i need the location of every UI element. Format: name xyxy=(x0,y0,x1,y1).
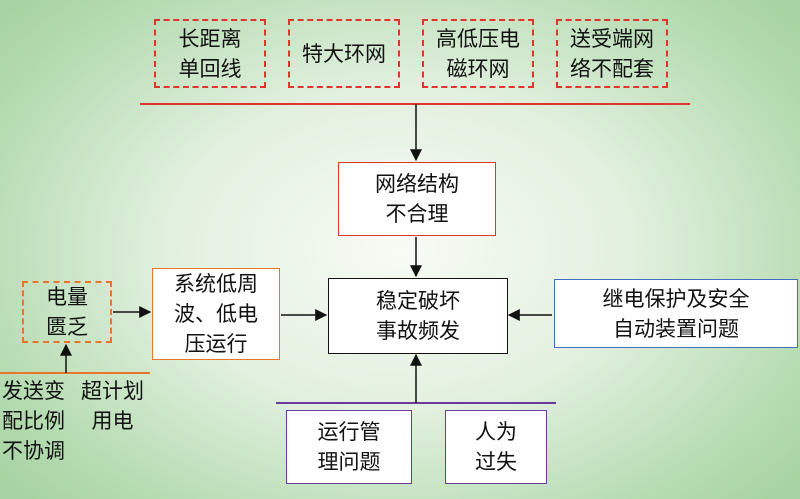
cause-text-line: 单回线 xyxy=(178,56,242,81)
node-text-line: 压运行 xyxy=(184,332,248,356)
cause-mismatched-networks: 送受端网 络不配套 xyxy=(556,19,668,88)
low-frequency-voltage-box: 系统低周 波、低电 压运行 xyxy=(152,268,280,360)
node-text-line: 波、低电 xyxy=(174,302,258,326)
excess-demand-text: 超计划 用电 xyxy=(81,376,144,436)
relay-protection-box: 继电保护及安全 自动装置问题 xyxy=(554,279,798,348)
cause-long-single-line: 长距离 单回线 xyxy=(154,19,266,88)
node-text-line: 自动装置问题 xyxy=(613,316,739,341)
plain-text-line: 用电 xyxy=(91,409,134,433)
central-outcome-box: 稳定破坏 事故频发 xyxy=(328,278,508,354)
cause-text-line: 特大环网 xyxy=(302,41,386,66)
plain-text-line: 超计划 xyxy=(81,379,144,403)
node-text-line: 运行管 xyxy=(317,420,381,444)
cause-text-line: 送受端网 xyxy=(570,26,654,51)
cause-text-line: 磁环网 xyxy=(446,56,510,81)
node-text-line: 网络结构 xyxy=(375,172,459,196)
plain-text-line: 发送变 xyxy=(2,379,65,403)
node-text-line: 事故频发 xyxy=(376,319,460,343)
node-text-line: 人为 xyxy=(475,420,517,444)
node-text-line: 继电保护及安全 xyxy=(602,286,750,311)
human-error-box: 人为 过失 xyxy=(445,410,547,484)
node-text-line: 理问题 xyxy=(317,450,381,474)
power-shortage-box: 电量 匮乏 xyxy=(22,281,112,343)
node-text-line: 电量 xyxy=(46,285,88,309)
node-text-line: 匮乏 xyxy=(46,315,88,339)
cause-huge-ring-network: 特大环网 xyxy=(288,19,400,88)
node-text-line: 系统低周 xyxy=(174,272,258,296)
network-structure-box: 网络结构 不合理 xyxy=(338,162,496,236)
node-text-line: 稳定破坏 xyxy=(376,289,460,313)
cause-electromagnetic-ring: 高低压电 磁环网 xyxy=(422,19,534,88)
cause-text-line: 络不配套 xyxy=(570,56,654,81)
plain-text-line: 不协调 xyxy=(2,439,65,463)
operation-management-box: 运行管 理问题 xyxy=(286,410,412,484)
node-text-line: 不合理 xyxy=(385,202,449,226)
cause-text-line: 长距离 xyxy=(178,26,242,51)
node-text-line: 过失 xyxy=(475,450,517,474)
plain-text-line: 配比例 xyxy=(2,409,65,433)
cause-text-line: 高低压电 xyxy=(436,26,520,51)
generation-ratio-text: 发送变 配比例 不协调 xyxy=(2,376,65,466)
